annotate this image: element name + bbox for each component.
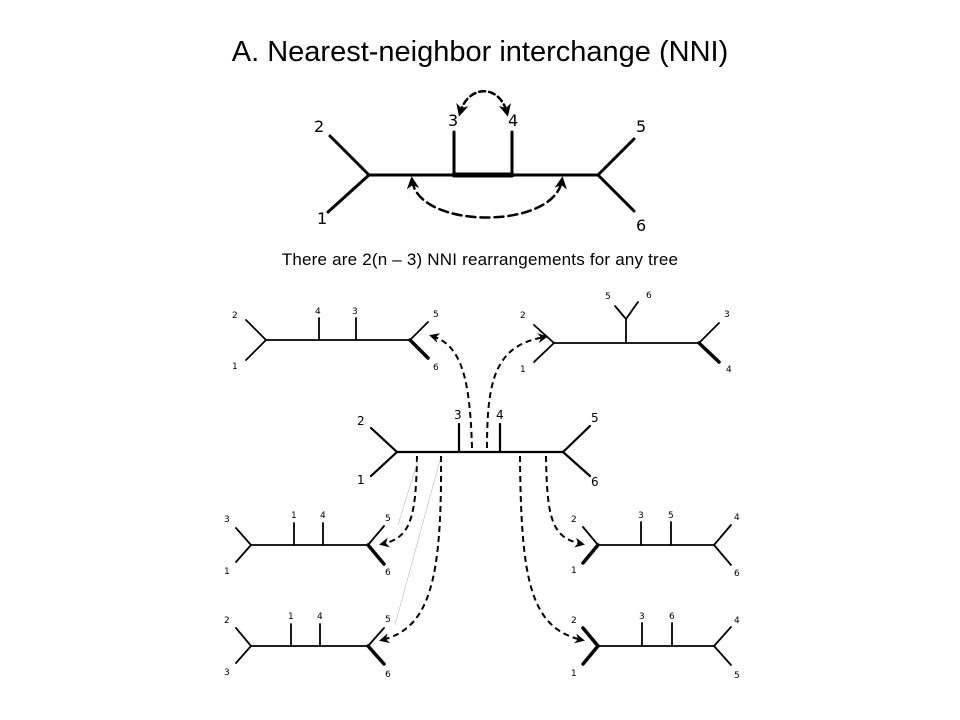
leaf-label: 6	[385, 568, 391, 578]
tree-middle-left-labels: 3 1 1 4 5 6	[224, 511, 391, 578]
leaf-label: 5	[668, 511, 674, 521]
leaf-label: 3	[454, 408, 462, 422]
tree-middle-left	[235, 522, 386, 566]
diagram-title: A. Nearest-neighbor interchange (NNI)	[231, 36, 729, 68]
leaf-label: 4	[734, 513, 740, 523]
leaf-label: 2	[314, 117, 324, 136]
tree-bottom-left-labels: 2 3 1 4 5 6	[224, 612, 391, 680]
leaf-label: 5	[433, 310, 439, 320]
leaf-label: 6	[646, 291, 652, 301]
leaf-label: 2	[571, 616, 577, 626]
arrow-to-middle-right	[545, 455, 585, 548]
leaf-label: 1	[291, 511, 297, 521]
leaf-label: 3	[352, 307, 358, 317]
leaf-label: 4	[726, 365, 732, 375]
tree-middle-right	[581, 521, 732, 566]
top-tree-edge-2	[328, 134, 371, 177]
top-tree-edge-5	[596, 137, 636, 177]
tree-top-right-labels: 2 1 5 6 3 4	[520, 291, 732, 375]
leaf-label: 1	[357, 473, 365, 487]
tree-bottom-right	[581, 622, 732, 666]
leaf-label: 1	[224, 567, 230, 577]
arrow-to-bottom-right	[519, 455, 585, 644]
leaf-label: 6	[433, 363, 439, 373]
center-tree-labels: 2 1 3 4 5 6	[357, 408, 599, 489]
swap-arrow-3-4	[456, 90, 512, 117]
leaf-label: 4	[496, 408, 504, 422]
rearrangement-arrows	[379, 333, 585, 644]
leaf-label: 5	[385, 615, 391, 625]
center-tree-edge-2	[369, 426, 399, 454]
leaf-label: 3	[639, 612, 645, 622]
leaf-label: 5	[385, 514, 391, 524]
leaf-label: 4	[320, 511, 326, 521]
leaf-label: 2	[520, 311, 526, 321]
tree-top-left	[245, 317, 430, 361]
leaf-label: 5	[636, 117, 646, 136]
leaf-label: 5	[734, 671, 740, 681]
top-tree	[326, 90, 636, 219]
leaf-label: 2	[357, 414, 365, 428]
arrow-to-top-left	[429, 333, 473, 449]
tree-top-left-labels: 2 1 4 3 5 6	[232, 307, 439, 373]
tree-bottom-right-labels: 2 1 3 6 4 5	[571, 612, 740, 681]
leaf-label: 4	[508, 111, 518, 130]
leaf-label: 5	[591, 411, 599, 425]
leaf-label: 3	[224, 668, 230, 678]
arrow-to-bottom-left	[379, 455, 443, 644]
top-tree-edge-1	[326, 173, 371, 214]
leaf-label: 6	[591, 475, 599, 489]
center-tree-edge-6	[561, 450, 592, 478]
leaf-label: 5	[605, 292, 611, 302]
leaf-label: 1	[232, 362, 238, 372]
leaf-label: 4	[317, 612, 323, 622]
leaf-label: 2	[571, 515, 577, 525]
leaf-label: 6	[734, 569, 740, 579]
leaf-label: 2	[224, 616, 230, 626]
arrow-to-middle-left	[379, 455, 418, 548]
leaf-label: 3	[224, 515, 230, 525]
leaf-label: 1	[288, 612, 294, 622]
leaf-label: 3	[448, 111, 458, 130]
leaf-label: 1	[317, 209, 327, 228]
leaf-label: 6	[669, 612, 675, 622]
diagram-subtitle: There are 2(n – 3) NNI rearrangements fo…	[281, 250, 679, 269]
tree-middle-right-labels: 2 1 3 5 4 6	[571, 511, 740, 579]
leaf-label: 2	[232, 311, 238, 321]
leaf-label: 3	[724, 310, 730, 320]
tree-bottom-left	[235, 623, 386, 666]
leaf-label: 6	[385, 670, 391, 680]
leaf-label: 1	[571, 566, 577, 576]
tree-top-right	[533, 301, 721, 364]
leaf-label: 4	[734, 616, 740, 626]
leaf-label: 3	[638, 511, 644, 521]
leaf-label: 1	[520, 365, 526, 375]
arrow-to-top-right	[486, 333, 548, 449]
leaf-label: 4	[315, 307, 321, 317]
top-tree-labels: 2 1 3 4 5 6	[314, 111, 646, 235]
center-tree-edge-1	[369, 450, 399, 478]
leaf-label: 1	[571, 669, 577, 679]
center-tree-edge-5	[561, 424, 592, 454]
swap-arrow-1-6	[406, 176, 567, 219]
center-tree	[369, 422, 592, 478]
leaf-label: 6	[636, 216, 646, 235]
top-tree-edge-6	[596, 173, 636, 213]
guide-lines	[394, 459, 441, 626]
